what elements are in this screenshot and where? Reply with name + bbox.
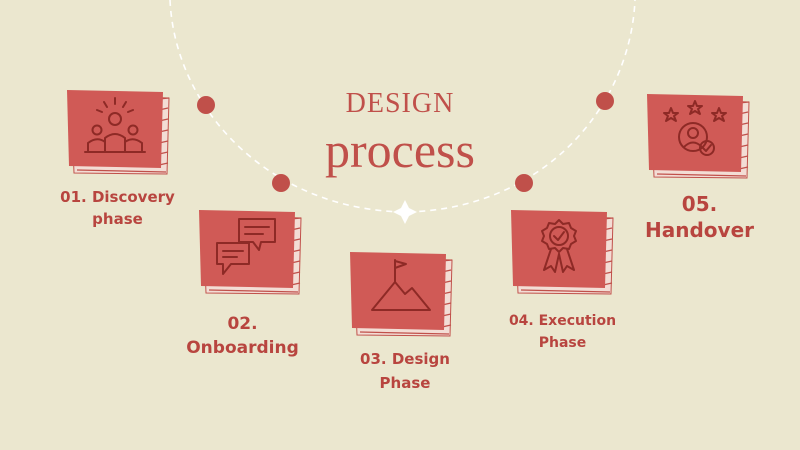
award-ribbon-icon	[541, 219, 577, 273]
timeline-dot	[272, 174, 290, 192]
timeline-dot	[596, 92, 614, 110]
user-stars-check-icon	[663, 100, 727, 156]
step-card-execution	[511, 210, 614, 295]
step-card-onboarding	[199, 210, 302, 295]
sparkle-icon	[393, 200, 417, 224]
step-card-design	[350, 252, 453, 337]
team-icon	[84, 97, 146, 153]
timeline-dot	[197, 96, 215, 114]
mountain-flag-icon	[371, 259, 431, 311]
step-label-onboarding: 02. Onboarding	[186, 314, 299, 358]
step-card-discovery	[67, 90, 170, 175]
title-process: process	[325, 122, 475, 178]
step-label-discovery: 01. Discovery phase	[60, 188, 175, 228]
step-label-execution: 04. Execution Phase	[508, 313, 617, 351]
step-label-design: 03. Design Phase	[360, 350, 450, 392]
timeline-dot	[515, 174, 533, 192]
title-design: DESIGN	[345, 88, 455, 119]
step-card-handover	[647, 94, 750, 179]
chat-bubbles-icon	[216, 218, 276, 275]
step-label-handover: 05. Handover	[645, 192, 754, 242]
